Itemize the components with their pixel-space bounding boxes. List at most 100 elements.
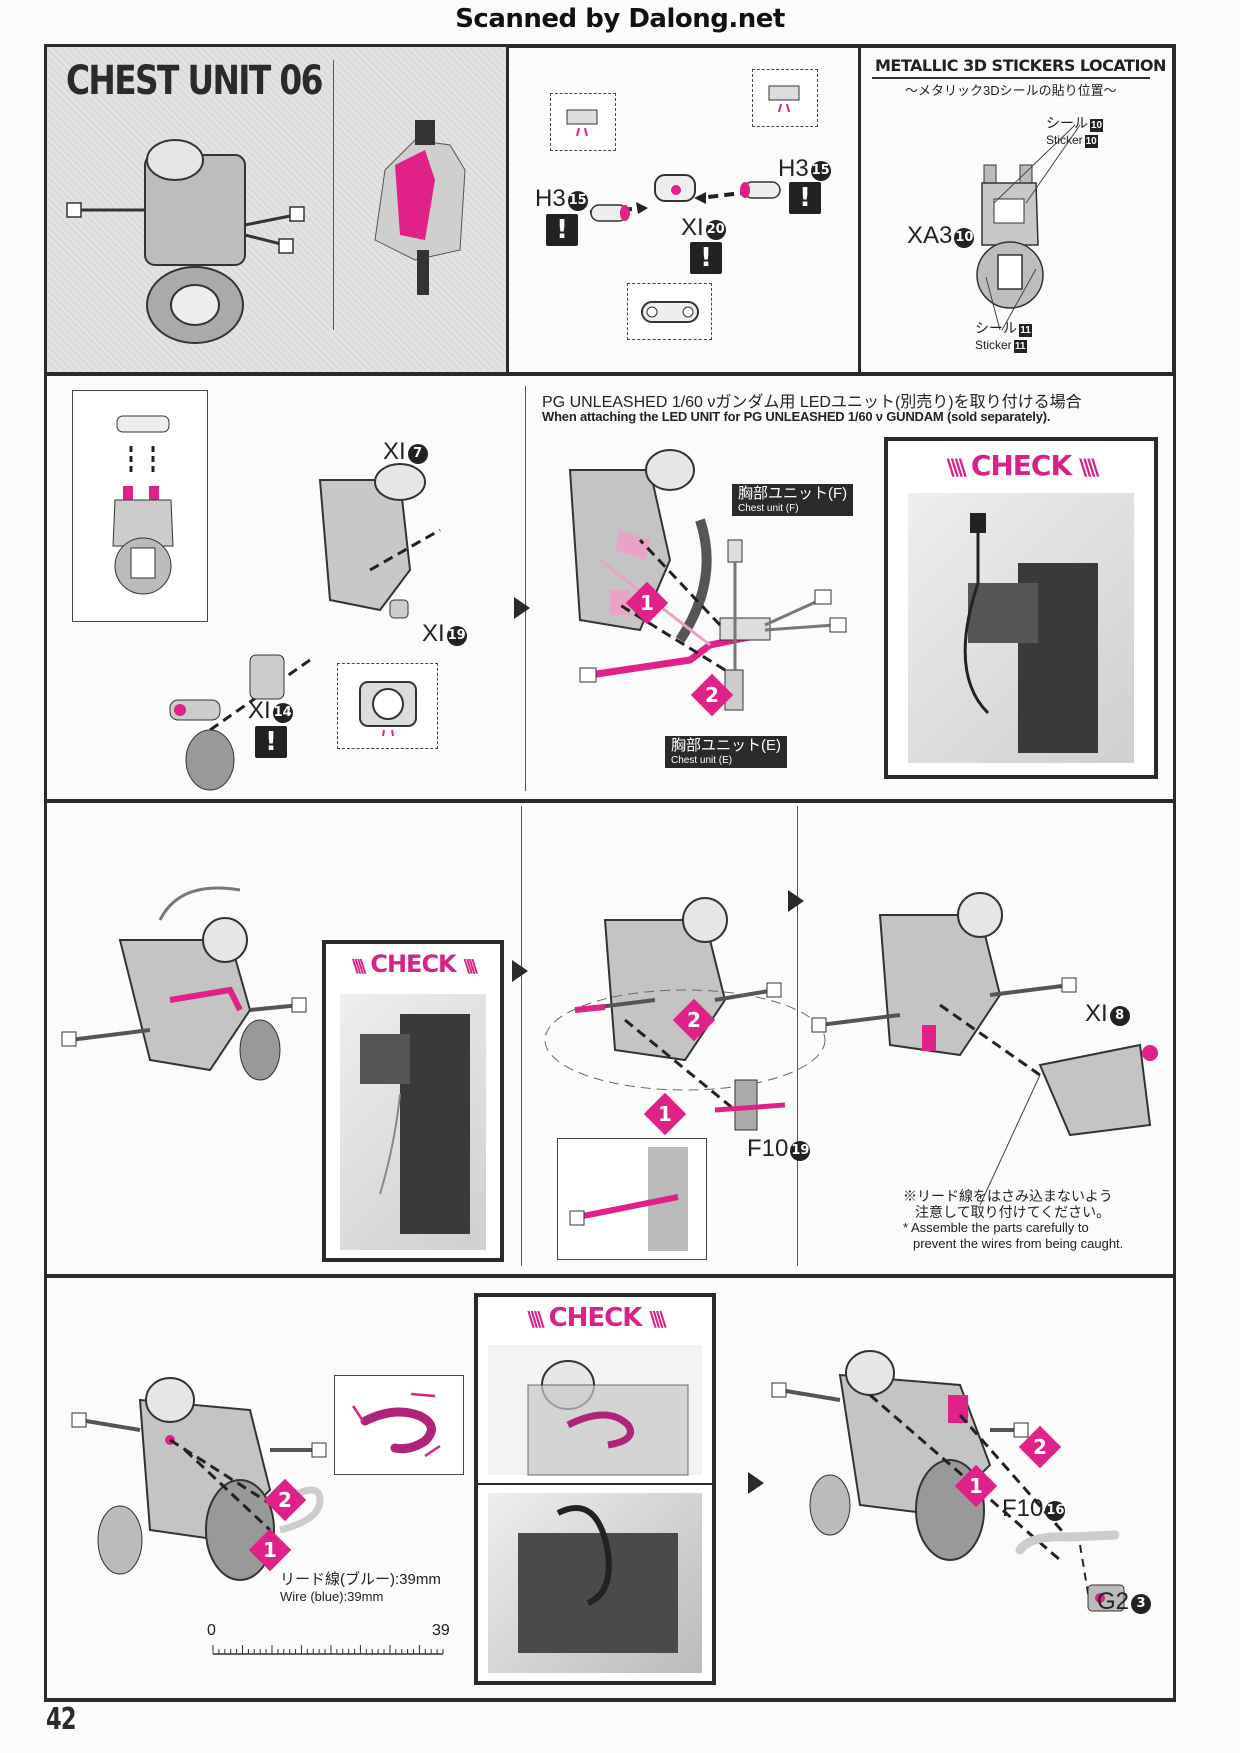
photo-content	[963, 513, 1098, 753]
divider-row1-b	[858, 44, 861, 376]
step-marker-2: 2	[263, 1478, 307, 1522]
part-code: XI	[422, 620, 445, 647]
part-number-badge: 19	[790, 1141, 811, 1161]
sticker-jp: シール	[975, 320, 1017, 336]
scan-credit: Scanned by Dalong.net	[455, 4, 785, 34]
part-h3-right-illustration	[740, 181, 781, 199]
check-photo	[340, 994, 486, 1250]
location-silhouette	[374, 120, 466, 295]
next-step-arrow	[748, 1472, 764, 1494]
detail-box-left	[550, 93, 616, 151]
check-label: CHECK	[370, 950, 456, 978]
sticker-jp: シール	[1046, 115, 1088, 131]
part-number-badge: 7	[407, 444, 428, 464]
stickers-title: METALLIC 3D STICKERS LOCATION	[875, 56, 1166, 75]
part-number-badge: 20	[705, 220, 726, 240]
step-marker-1: 1	[643, 1092, 687, 1136]
check-panel-route: \\\\CHECK\\\\	[474, 1293, 716, 1685]
sticker-number-badge: 10	[1090, 119, 1103, 132]
wire-caption-en: Wire (blue):39mm	[280, 1589, 384, 1604]
next-step-arrow	[788, 890, 804, 912]
step-marker-1: 1	[625, 581, 669, 625]
part-code: XI	[1085, 1000, 1108, 1027]
part-number-badge: 10	[954, 228, 975, 248]
step-marker-1: 1	[954, 1464, 998, 1508]
check-label: CHECK	[548, 1303, 643, 1333]
part-code: F10	[747, 1135, 789, 1162]
part-detail-icon	[566, 109, 598, 137]
row-divider-2	[44, 799, 1176, 803]
part-number-badge: 19	[446, 626, 467, 646]
check-panel-led: \\\\CHECK\\\\	[884, 437, 1158, 779]
detail-callout	[557, 1138, 707, 1260]
part-code: XI	[248, 697, 271, 724]
right-page-border	[1173, 376, 1176, 1702]
note-en-line: * Assemble the parts carefully to	[903, 1220, 1089, 1235]
title-panel	[47, 47, 509, 372]
ruler-start-label: 0	[207, 1622, 216, 1639]
part-number-badge: 15	[567, 191, 588, 211]
check-label: CHECK	[970, 449, 1072, 482]
check-photo	[488, 1493, 702, 1673]
step-number: 1	[658, 1102, 672, 1126]
stickers-subtitle: 〜メタリック3Dシールの貼り位置〜	[905, 83, 1117, 98]
warning-icon: !	[789, 182, 821, 214]
step-number: 1	[969, 1474, 983, 1498]
subassembly-illustration	[112, 415, 174, 595]
row-1-frame	[44, 44, 1176, 376]
led-heading-en: When attaching the LED UNIT for PG UNLEA…	[542, 409, 1051, 424]
divider-row3-b	[797, 806, 798, 1266]
step-number: 1	[640, 591, 654, 615]
part-number-badge: 16	[1045, 1501, 1066, 1521]
wire-caption-jp: リード線(ブルー):39mm	[280, 1571, 441, 1588]
measurement-ruler	[212, 1645, 444, 1655]
part-code: XI	[383, 438, 406, 465]
warning-icon: !	[690, 242, 722, 274]
part-number-badge: 8	[1109, 1006, 1130, 1026]
check-panel-wire: \\\\CHECK\\\\	[322, 940, 504, 1262]
step-number: 1	[263, 1538, 277, 1562]
warning-icon: !	[255, 726, 287, 758]
ruler-end-label: 39	[432, 1622, 450, 1639]
part-code: G2	[1097, 1588, 1130, 1615]
step-number: 2	[687, 1008, 701, 1032]
check-heading: \\\\CHECK\\\\	[527, 1303, 666, 1333]
chest-unit-illustration	[66, 139, 305, 344]
check-heading: \\\\CHECK\\\\	[946, 449, 1100, 482]
note-jp-line: 注意して取り付けてください。	[915, 1204, 1111, 1220]
detail-illustration	[569, 1147, 688, 1251]
step-number: 2	[278, 1488, 292, 1512]
wire-caption: リード線(ブルー):39mm Wire (blue):39mm	[280, 1568, 441, 1604]
part-detail-icon	[641, 301, 699, 323]
led-chest-illustration	[568, 449, 847, 711]
step-number: 2	[1033, 1435, 1047, 1459]
detail-box-xi14	[337, 663, 438, 749]
step-marker-2: 2	[672, 998, 716, 1042]
part-number-badge: 3	[1131, 1594, 1152, 1614]
step-number: 2	[705, 683, 719, 707]
stickers-title-underline	[872, 77, 1150, 79]
caution-note: ※リード線をはさみ込まないよう 注意して取り付けてください。 * Assembl…	[903, 1188, 1123, 1252]
next-step-arrow	[514, 597, 530, 619]
step-marker-2: 2	[1018, 1425, 1062, 1469]
step-marker-1: 1	[248, 1528, 292, 1572]
title-divider	[333, 60, 334, 330]
check-heading: \\\\CHECK\\\\	[352, 950, 478, 978]
chest-wire-route-illustration	[71, 1377, 327, 1581]
step-marker-2: 2	[690, 673, 734, 717]
tag-jp: 胸部ユニット(E)	[671, 737, 781, 754]
part-detail-icon	[359, 681, 417, 737]
photo-content	[518, 1505, 678, 1653]
part-h3-left-illustration	[590, 204, 630, 222]
note-en-line: prevent the wires from being caught.	[913, 1236, 1124, 1251]
chest-frame-illustration	[169, 463, 441, 791]
row-divider-3	[44, 1274, 1176, 1278]
part-number-badge: 15	[810, 161, 831, 181]
part-code: F10	[1002, 1495, 1044, 1522]
